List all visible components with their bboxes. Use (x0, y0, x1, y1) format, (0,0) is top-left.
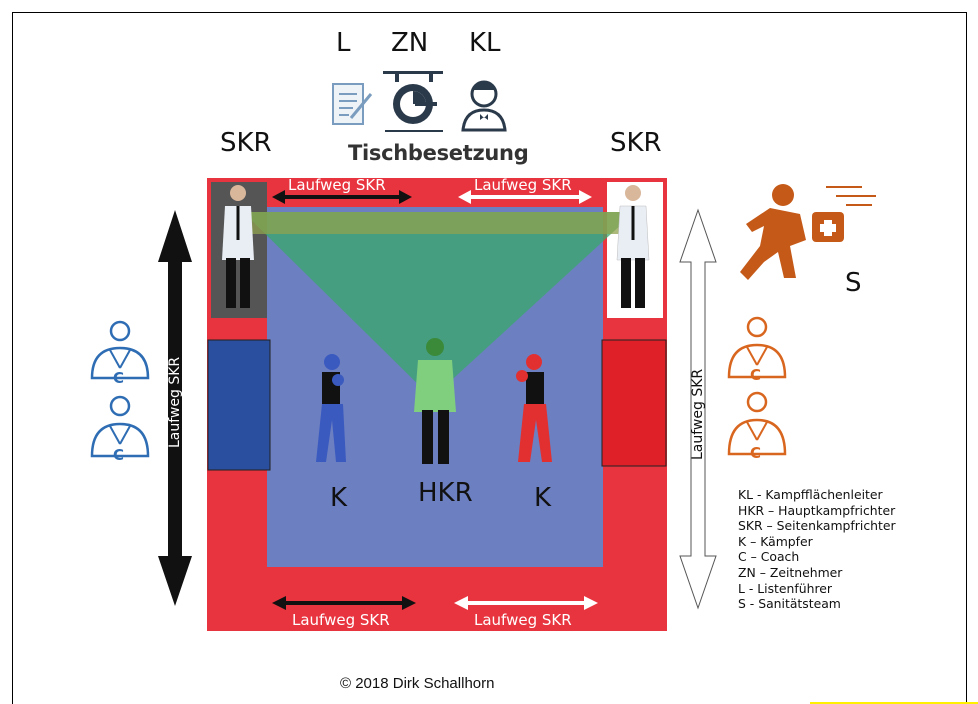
lane-label-left: Laufweg SKR (167, 356, 183, 448)
lane-arrow-top-left (272, 190, 412, 204)
copyright: © 2018 Dirk Schallhorn (340, 675, 495, 692)
label-zn: ZN (391, 28, 429, 58)
legend-item: KL - Kampfflächenleiter (738, 487, 883, 502)
coach-letter-blue-top: C (113, 369, 125, 387)
view-band (240, 212, 636, 234)
document-icon (332, 83, 373, 125)
coach-letter-blue-bottom: C (113, 446, 125, 464)
lane-label-bottom-left: Laufweg SKR (292, 611, 390, 629)
label-kl: KL (469, 28, 501, 58)
legend-item: SKR – Seitenkampfrichter (738, 518, 896, 534)
table-caption: Tischbesetzung (348, 141, 529, 165)
fighter-red (516, 354, 552, 462)
legend-item: S - Sanitätsteam (738, 596, 841, 612)
fighter-label-right: K (534, 483, 552, 513)
table-icons (332, 71, 507, 132)
fighter-blue (316, 354, 346, 462)
highlight-bar (810, 702, 978, 704)
corner-label-right: SKR (610, 128, 662, 158)
official-person-icon (461, 80, 507, 132)
lane-arrow-top-right (458, 190, 592, 204)
legend: KL - Kampfflächenleiter HKR – Hauptkampf… (738, 487, 896, 612)
side-judge-left (222, 185, 254, 308)
legend-item: C – Coach (738, 549, 800, 565)
coach-blue-bottom (90, 395, 150, 458)
lane-arrow-bottom-left (272, 596, 416, 610)
lane-label-top-left: Laufweg SKR (288, 176, 386, 194)
coach-blue-top (90, 320, 150, 380)
legend-item: K – Kämpfer (738, 533, 813, 549)
red-corner (601, 339, 667, 467)
lane-arrow-bottom-right (454, 596, 598, 610)
fighter-label-left: K (330, 483, 348, 513)
lane-arrow-left (158, 210, 192, 606)
legend-item: ZN – Zeitnehmer (738, 564, 843, 580)
coach-orange-bottom (727, 391, 787, 456)
medic-label: S (845, 268, 862, 298)
label-l: L (336, 28, 351, 58)
diagram-frame (12, 12, 967, 704)
referee (414, 338, 456, 464)
lane-label-right: Laufweg SKR (690, 368, 706, 460)
corner-label-left: SKR (220, 128, 272, 158)
lane-label-top-right: Laufweg SKR (474, 176, 572, 194)
running-medic-icon (740, 184, 876, 280)
coach-orange-top (727, 316, 787, 379)
timer-icon (383, 71, 443, 132)
legend-item: L - Listenführer (738, 580, 832, 596)
lane-label-bottom-right: Laufweg SKR (474, 611, 572, 629)
lane-arrow-right (679, 208, 717, 610)
side-judge-right (616, 185, 650, 308)
view-triangle (243, 212, 635, 398)
coach-letter-orange-bottom: C (750, 444, 762, 462)
legend-item: HKR – Hauptkampfrichter (738, 502, 896, 518)
coach-letter-orange-top: C (750, 366, 762, 384)
blue-corner (207, 339, 271, 471)
referee-label: HKR (418, 478, 473, 508)
